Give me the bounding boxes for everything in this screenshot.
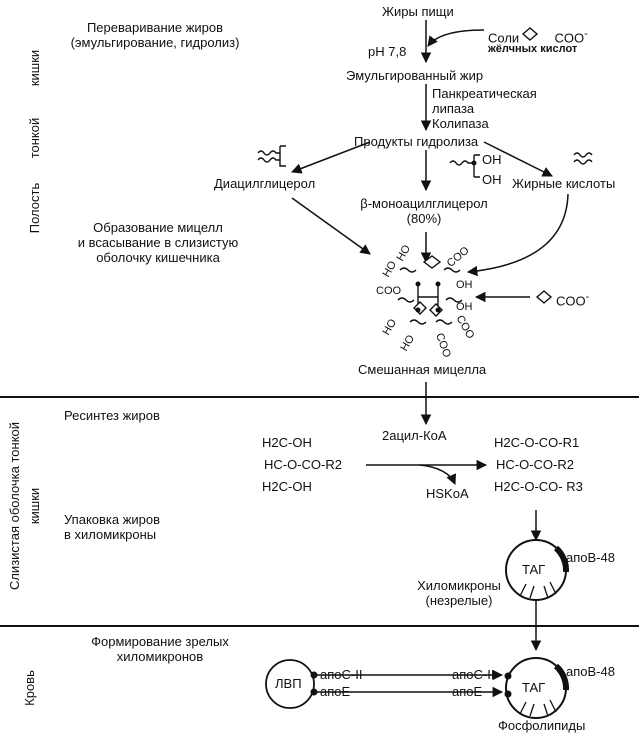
chylomicrons-immature: (незрелые) (425, 593, 493, 608)
mag-structure: H2C-OH HC-O-CO-R2 H2C-OH (262, 432, 342, 498)
enzyme-lipase: липаза (432, 101, 475, 116)
apoc2-right: апоС-II (452, 667, 495, 682)
mag-oh-top: OH (482, 152, 502, 167)
step-digestion-line2: (эмульгирование, гидролиз) (70, 35, 240, 50)
bile-coo-right-text: COO (556, 293, 586, 309)
hydrolysis-products-label: Продукты гидролиза (354, 134, 479, 149)
bile-salts-subtitle: жёлчных кислот (488, 43, 578, 55)
micelle-step-line1: Образование мицелл (93, 220, 223, 235)
tag-core-mature: ТАГ (522, 680, 546, 695)
dag-label: Диацилглицерол (214, 176, 316, 191)
micelle-oh-1: OH (456, 279, 473, 291)
dag-glyph (257, 145, 286, 167)
micelle-step-line3: оболочку кишечника (96, 250, 220, 265)
micelle-coo-2: COO (376, 285, 402, 297)
tag-line1: H2C-O-CO-R1 (494, 435, 580, 450)
bile-salt-diamond-top (521, 27, 539, 41)
arrow-bile-salts (427, 29, 485, 47)
bile-salts-word: Соли (488, 30, 520, 46)
enzymes-label: Панкреатическая липаза Колипаза (432, 86, 537, 131)
chylomicron-mature-graphic (504, 657, 570, 719)
packaging-line1: Упаковка жиров (64, 512, 161, 527)
tag-line3: H2C-O-CO- R3 (494, 479, 583, 494)
apob48-mature: апоВ-48 (566, 664, 615, 679)
fa-label: Жирные кислоты (512, 176, 616, 191)
bile-salts-coo: COO (554, 30, 585, 46)
mag-percent: (80%) (406, 211, 442, 226)
apoe-right: апоE (452, 684, 483, 699)
mag-name: β-моноацилглицерол (360, 196, 488, 211)
step-digestion-line1: Переваривание жиров (86, 20, 224, 35)
bile-salts-label: Соли COO- (488, 27, 588, 45)
hdl-label: ЛВП (275, 676, 302, 691)
emulsified-fat-label: Эмульгированный жир (346, 68, 484, 83)
apob48-immature: апоВ-48 (566, 550, 615, 565)
maturation-title: Формирование зрелых хиломикронов (60, 634, 260, 664)
micelle-step-line2: и всасывание в слизистую (77, 235, 239, 250)
chylomicrons-word: Хиломикроны (417, 578, 501, 593)
dietary-fats-label: Жиры пищи (382, 4, 454, 19)
mag-line2: HC-O-CO-R2 (264, 457, 342, 472)
bile-salt-diamond-micelle (535, 290, 553, 304)
packaging-line2: в хиломикроны (64, 527, 157, 542)
apoe-left: апоE (320, 684, 351, 699)
divider-lumen-mucosa (0, 396, 639, 398)
bile-coo-right: COO- (556, 290, 589, 308)
micelle-oh-2: OH (456, 301, 473, 313)
hskoa-label: HSKoA (426, 486, 469, 501)
arrow-hskoa (419, 464, 457, 485)
mag-line1: H2C-OH (262, 435, 312, 450)
tag-core-immature: ТАГ (522, 562, 546, 577)
micelle-step-title: Образование мицелл и всасывание в слизис… (48, 220, 268, 265)
step-digestion-title: Переваривание жиров (эмульгирование, гид… (50, 20, 260, 50)
arrow-fa-to-micelle (466, 193, 569, 277)
arrow-products-to-fa (483, 141, 553, 177)
acyl-coa-label: 2ацил-КоА (382, 428, 447, 443)
tag-line2: HC-O-CO-R2 (496, 457, 574, 472)
chylomicrons-immature-label: Хиломикроны (незрелые) (404, 578, 514, 608)
mag-line3: H2C-OH (262, 479, 312, 494)
hdl-particle-graphic (265, 659, 318, 709)
resynthesis-title: Ресинтез жиров (64, 408, 160, 423)
chylomicron-immature-graphic (505, 539, 570, 601)
apoc2-left: апоС-II (320, 667, 363, 682)
ph-label: pH 7,8 (368, 44, 407, 59)
bile-salts-charge: - (584, 28, 588, 40)
phospholipids-label: Фосфолипиды (498, 718, 586, 733)
maturation-line2: хиломикронов (116, 649, 204, 664)
mag-oh-bottom: OH (482, 172, 502, 187)
mixed-micelle-label: Смешанная мицелла (358, 362, 487, 377)
mag-glyph (449, 154, 480, 178)
enzyme-colipase: Колипаза (432, 116, 489, 131)
enzyme-pancreatic: Панкреатическая (432, 86, 537, 101)
tag-structure: H2C-O-CO-R1 HC-O-CO-R2 H2C-O-CO- R3 (494, 432, 583, 498)
bile-coo-right-charge: - (585, 291, 590, 303)
divider-mucosa-blood (0, 625, 639, 627)
mag-label: β-моноацилглицерол (80%) (344, 196, 504, 226)
packaging-title: Упаковка жиров в хиломикроны (64, 512, 160, 542)
fa-glyph (573, 152, 593, 165)
maturation-line1: Формирование зрелых (91, 634, 229, 649)
micelle-structure (397, 255, 463, 325)
arrow-dag-to-micelle (291, 197, 371, 255)
arrow-products-to-dag (291, 141, 371, 174)
